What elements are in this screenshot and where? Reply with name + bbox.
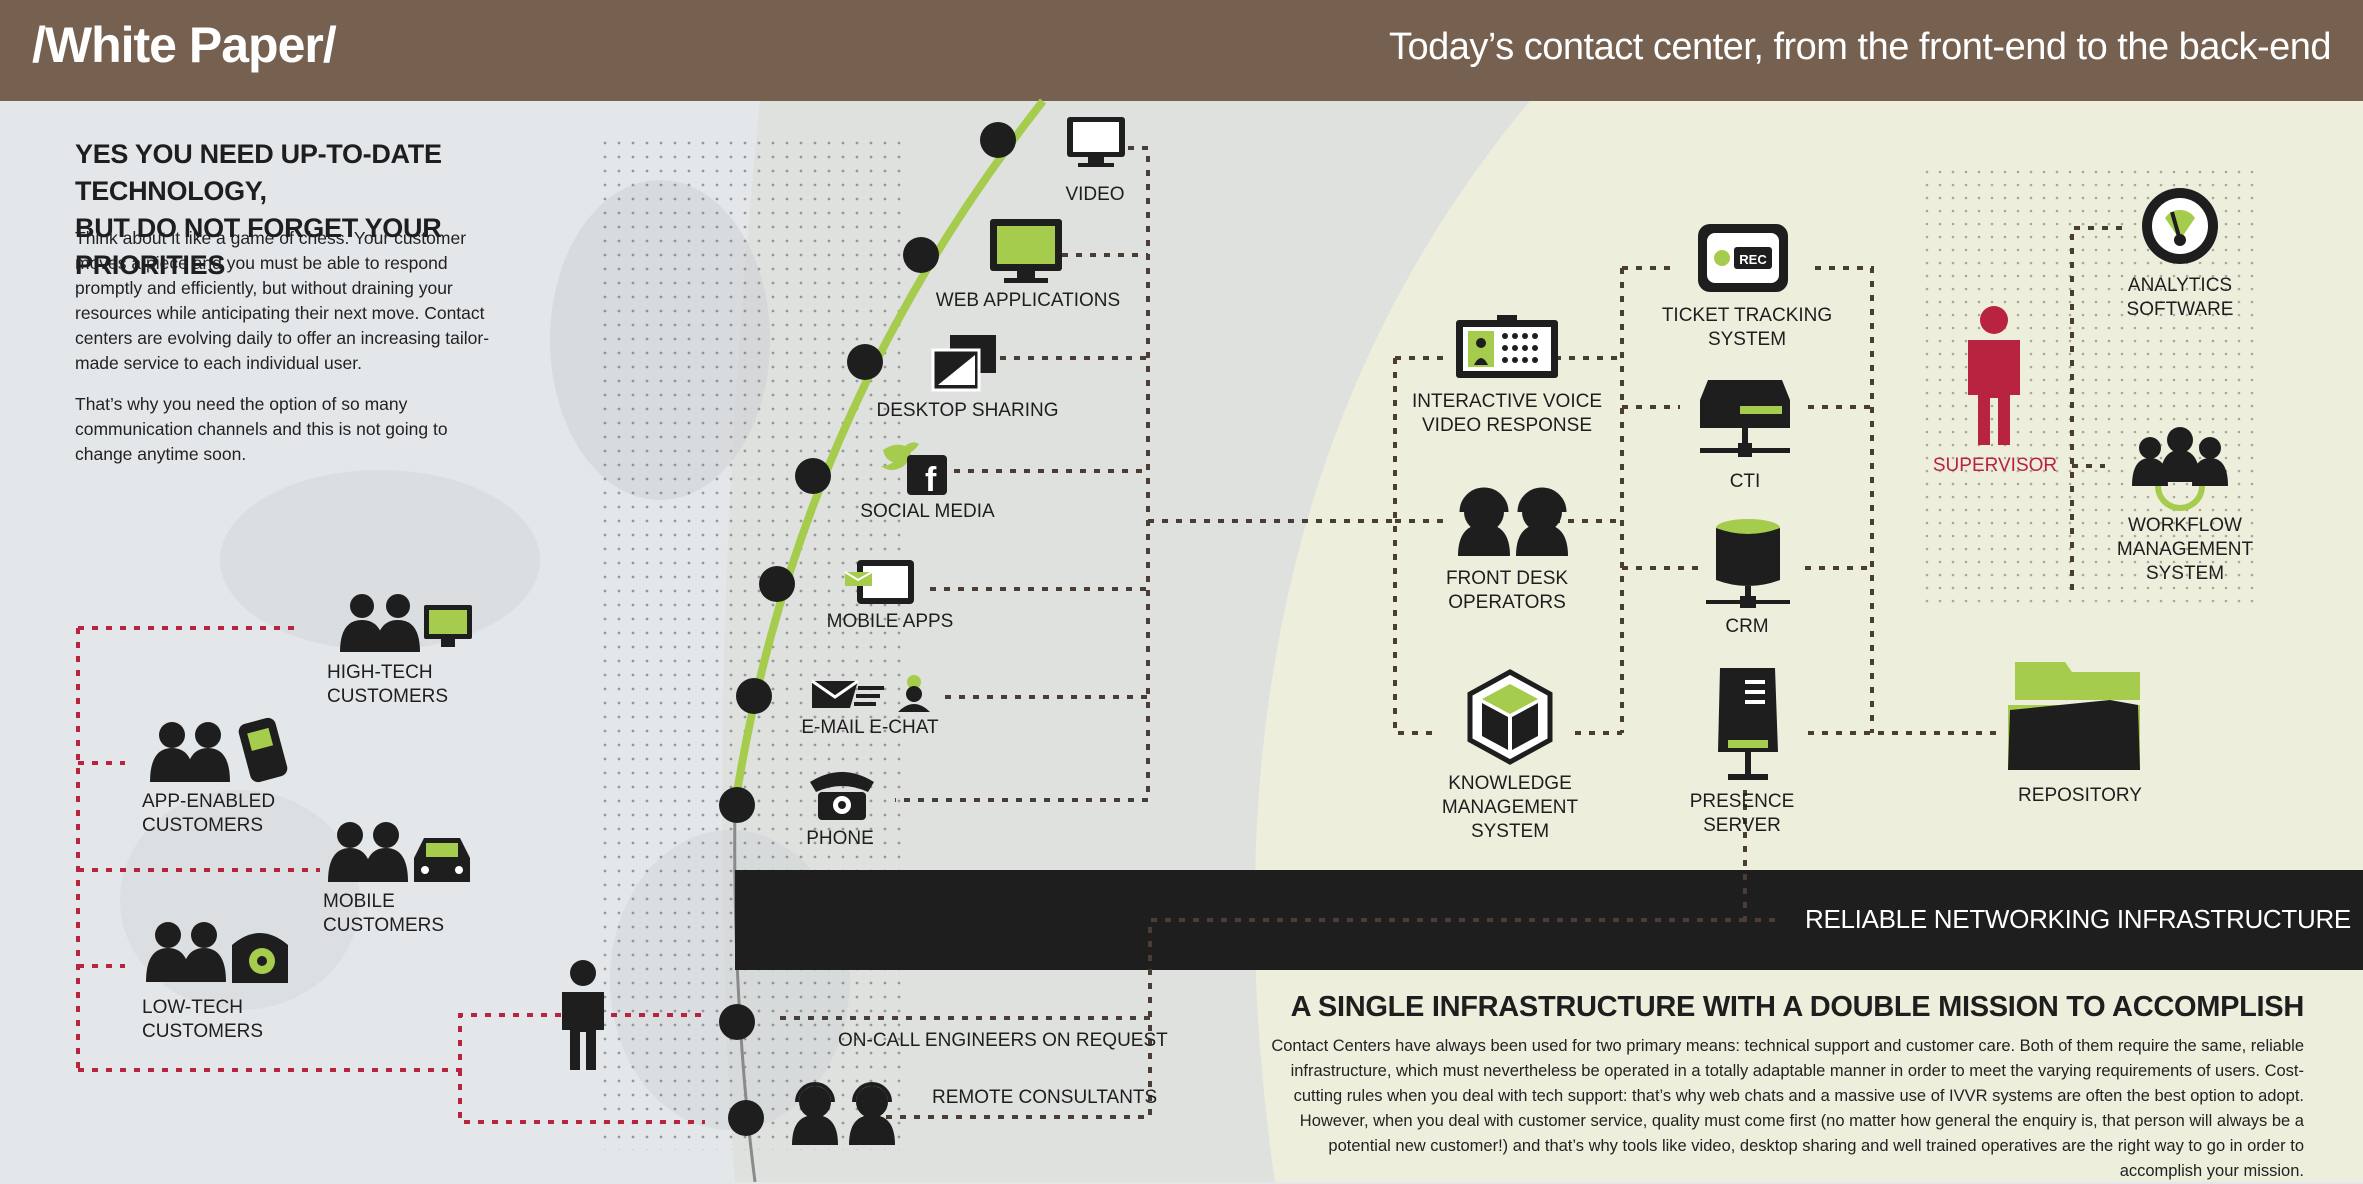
system-label-analytics: ANALYTICS SOFTWARE (2126, 275, 2234, 320)
mission-paragraph: Contact Centers have always been used fo… (1271, 1037, 2304, 1180)
web-monitor-icon (990, 219, 1062, 283)
video-monitor-icon (1067, 117, 1125, 167)
desktop-sharing-icon (931, 335, 996, 392)
field-engineer-icon (562, 960, 604, 1070)
low-tech-customers-icon (146, 922, 288, 983)
system-label-knowledge: KNOWLEDGE MANAGEMENT SYSTEM (1441, 773, 1579, 842)
customer-label-high-tech: HIGH-TECH CUSTOMERS (327, 662, 449, 707)
database-icon (1706, 519, 1790, 608)
customer-label-app-enabled: APP-ENABLED CUSTOMERS (142, 791, 276, 836)
channel-label-social-media: SOCIAL MEDIA (860, 501, 995, 522)
channel-label-desktop-sharing: DESKTOP SHARING (876, 400, 1059, 421)
high-tech-customers-icon (340, 594, 472, 652)
channel-label-phone: PHONE (806, 828, 874, 849)
customer-label-low-tech: LOW-TECH CUSTOMERS (142, 997, 264, 1042)
system-label-presence: PRESENCE SERVER (1689, 791, 1795, 836)
server-tower-icon (1718, 668, 1778, 780)
channel-label-email-echat: E-MAIL E-CHAT (801, 717, 939, 738)
customer-connectors (76, 626, 705, 1124)
telephone-icon (810, 772, 874, 820)
network-infrastructure-label: RELIABLE NETWORKING INFRASTRUCTURE (1805, 904, 2351, 934)
gauge-icon (2142, 188, 2218, 264)
header-tagline: Today’s contact center, from the front-e… (1389, 26, 2331, 68)
channel-node-dots (719, 122, 1016, 1136)
rec-badge: REC (1739, 252, 1767, 267)
brand-title: /White Paper/ (32, 17, 337, 73)
channel-label-web-applications: WEB APPLICATIONS (935, 290, 1121, 311)
folder-icon (2008, 662, 2140, 770)
tablet-icon (844, 560, 914, 604)
system-label-front-desk: FRONT DESK OPERATORS (1445, 568, 1569, 613)
system-label-crm: CRM (1725, 616, 1769, 637)
support-label-remote-consultants: REMOTE CONSULTANTS (932, 1087, 1158, 1108)
intro-paragraph-1: Think about it like a game of chess. You… (75, 228, 490, 373)
system-label-ticket: TICKET TRACKING SYSTEM (1661, 305, 1833, 350)
team-cycle-icon (2132, 427, 2228, 511)
system-label-repository: REPOSITORY (2018, 785, 2142, 806)
cube-icon (1467, 669, 1553, 765)
ivr-screen-icon (1456, 315, 1558, 378)
support-label-on-call-engineers: ON-CALL ENGINEERS ON REQUEST (838, 1030, 1168, 1051)
mission-heading: A SINGLE INFRASTRUCTURE WITH A DOUBLE MI… (1290, 991, 2305, 1023)
mobile-customers-icon (328, 822, 470, 882)
cti-server-icon (1700, 380, 1790, 457)
intro-heading: YES YOU NEED UP-TO-DATE TECHNOLOGY, BUT … (75, 139, 442, 280)
channel-connectors (775, 146, 2130, 1119)
system-label-ivr: INTERACTIVE VOICE VIDEO RESPONSE (1411, 391, 1603, 436)
header-bar: /White Paper/ Today’s contact center, fr… (0, 0, 2363, 101)
supervisor-person-icon (1968, 306, 2020, 445)
customer-label-mobile: MOBILE CUSTOMERS (323, 891, 445, 936)
email-chat-icon (811, 675, 930, 712)
dotted-texture (600, 135, 910, 1150)
rec-icon: REC (1698, 224, 1788, 292)
app-enabled-customers-icon (150, 717, 288, 783)
system-label-cti: CTI (1729, 471, 1761, 492)
intro-paragraph-2: That’s why you need the option of so man… (75, 394, 448, 464)
world-map-shape (220, 470, 540, 650)
system-label-supervisor: SUPERVISOR (1932, 455, 2058, 476)
social-media-icon: f (881, 442, 947, 499)
channel-label-mobile-apps: MOBILE APPS (826, 611, 954, 632)
svg-text:f: f (925, 461, 937, 499)
system-label-workflow: WORKFLOW MANAGEMENT SYSTEM (2116, 515, 2254, 584)
headset-operators-icon (1458, 487, 1568, 556)
channel-label-video: VIDEO (1065, 184, 1125, 205)
remote-consultants-icon (792, 1082, 895, 1145)
